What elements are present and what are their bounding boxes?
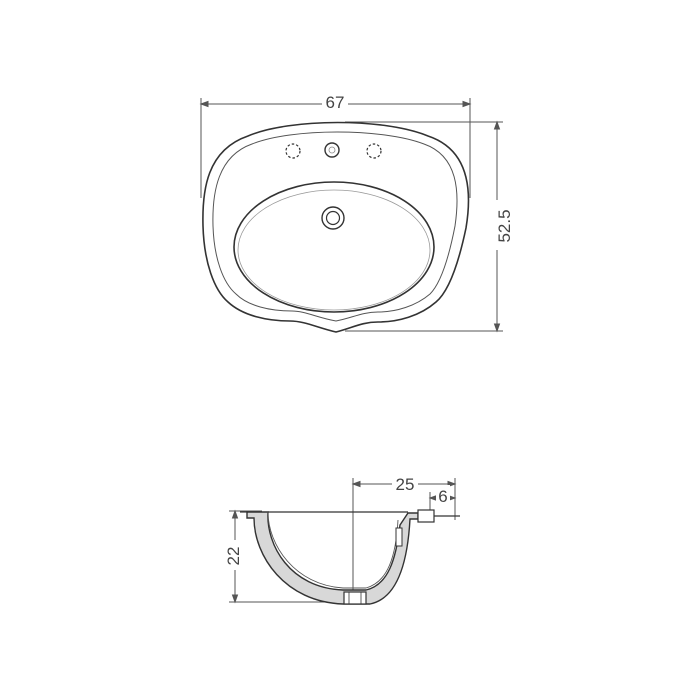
faucet-hole-left-icon: [285, 143, 301, 159]
bowl-cross-section: [246, 511, 419, 605]
depth-label: 52.5: [495, 209, 514, 242]
overflow-channel: [395, 527, 403, 547]
sink-bowl-inner-line: [237, 189, 431, 311]
rim-offset-label: 25: [396, 475, 415, 494]
height-label: 22: [224, 547, 243, 566]
drain-icon: [321, 206, 345, 230]
right-rim-block: [417, 509, 435, 523]
bowl-inner-surface: [267, 511, 399, 589]
side-view: 22 25 6: [222, 473, 460, 605]
sink-bowl: [233, 181, 435, 313]
faucet-hole-right-icon: [366, 143, 382, 159]
width-label: 67: [326, 93, 345, 112]
top-view: 67 52.5: [199, 91, 514, 333]
drain-fitting: [343, 591, 367, 605]
rim-thickness-label: 6: [438, 487, 447, 506]
sink-inner-rim: [212, 131, 458, 322]
faucet-hole-center-icon: [324, 142, 340, 158]
